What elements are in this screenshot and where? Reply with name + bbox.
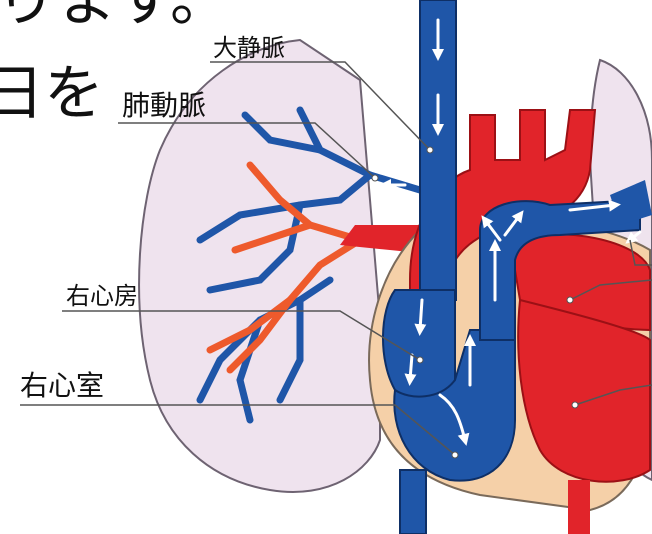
pointer-dot <box>567 297 573 303</box>
pointer-dot <box>417 357 423 363</box>
pointer-dot <box>427 147 433 153</box>
label-right-ventricle: 右心室 <box>20 372 104 400</box>
headline-line1: ります。 <box>0 0 230 30</box>
vena-cava-inferior <box>400 470 426 534</box>
headline-line2: 日を <box>0 64 104 124</box>
descending-aorta <box>568 480 590 534</box>
label-pulmonary-artery: 肺動脈 <box>122 92 206 120</box>
pointer-dot <box>372 175 378 181</box>
pointer-dot <box>572 402 578 408</box>
label-superior-vena-cava: 大静脈 <box>213 36 285 60</box>
pointer-dot <box>452 452 458 458</box>
label-right-atrium: 右心房 <box>66 284 138 308</box>
